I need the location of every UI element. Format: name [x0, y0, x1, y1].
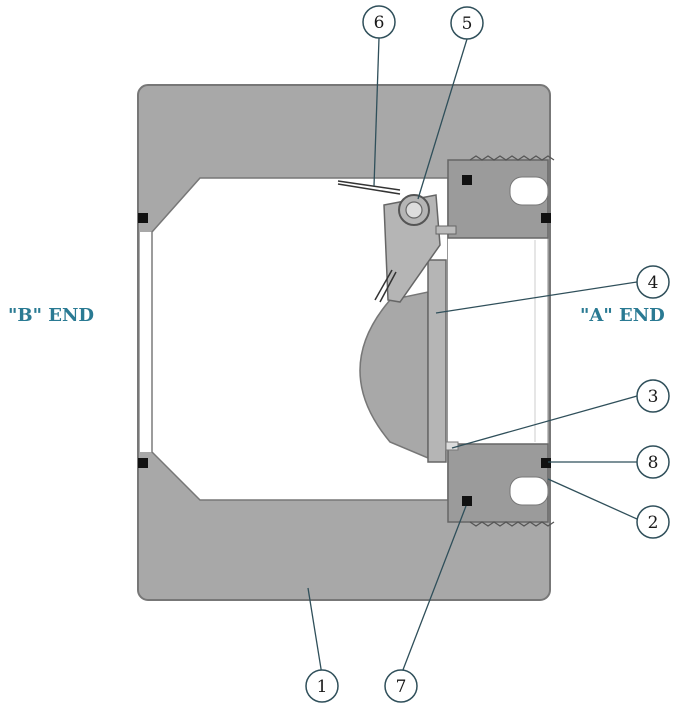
svg-text:7: 7 — [396, 677, 407, 697]
svg-text:1: 1 — [317, 677, 328, 697]
svg-text:4: 4 — [648, 273, 659, 293]
check-disc — [359, 259, 447, 463]
threaded-end-insert — [447, 155, 555, 527]
callout-7: 7 — [384, 669, 418, 703]
svg-text:8: 8 — [648, 453, 659, 473]
torsion-spring — [337, 180, 401, 303]
callout-6: 6 — [362, 5, 396, 39]
hinge-arm — [383, 194, 457, 303]
svg-text:3: 3 — [648, 387, 659, 407]
callout-1: 1 — [305, 669, 339, 703]
a-end-label: "A" END — [580, 305, 665, 326]
callout-2: 2 — [636, 505, 670, 539]
svg-text:5: 5 — [462, 14, 473, 34]
svg-text:2: 2 — [648, 513, 659, 533]
callout-4: 4 — [636, 265, 670, 299]
b-end-label: "B" END — [8, 305, 94, 326]
svg-text:6: 6 — [374, 13, 385, 33]
seat-ring — [445, 441, 459, 451]
leader-lines — [307, 37, 638, 676]
callout-5: 5 — [450, 6, 484, 40]
hinge-pin — [398, 194, 430, 226]
o-ring-seals — [138, 175, 551, 506]
callout-8: 8 — [636, 445, 670, 479]
callout-3: 3 — [636, 379, 670, 413]
